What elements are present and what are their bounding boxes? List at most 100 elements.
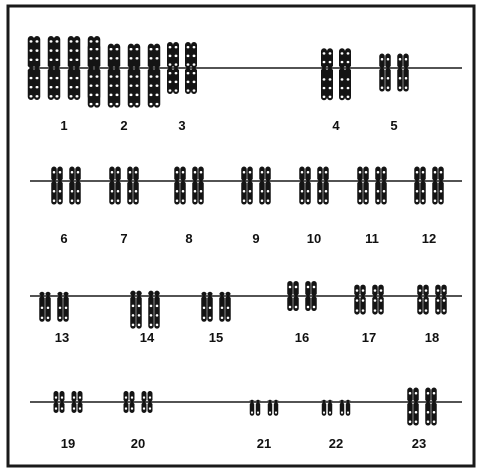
- chromosome-band: [169, 81, 172, 83]
- chromosome-label: 3: [178, 118, 185, 133]
- chromosome-9: [241, 167, 271, 205]
- chromosome-band: [257, 411, 259, 413]
- chromosome-band: [427, 421, 429, 423]
- chromosome-band: [419, 309, 421, 311]
- chromatid: [75, 167, 81, 205]
- chromosome-band: [176, 190, 178, 192]
- chromosome-band: [96, 40, 99, 42]
- chromatid: [154, 44, 161, 108]
- chromosome-band: [71, 171, 73, 173]
- chromatid: [397, 54, 403, 92]
- chromosome-band: [433, 421, 435, 423]
- chromosome-band: [156, 48, 159, 50]
- chromosome-band: [96, 94, 99, 96]
- chromosome-8: [174, 167, 204, 205]
- chromosome-band: [53, 200, 55, 202]
- chromosome-band: [437, 289, 439, 291]
- chromosome-band: [405, 77, 407, 79]
- chromosome-band: [261, 200, 263, 202]
- chromosome-band: [56, 77, 59, 79]
- chromosome-band: [56, 95, 59, 97]
- chromosome-band: [30, 59, 33, 61]
- chromosome-band: [59, 200, 61, 202]
- chromatid: [381, 167, 387, 205]
- chromosome-band: [182, 200, 184, 202]
- chromosome-band: [200, 171, 202, 173]
- chromosome-band: [77, 200, 79, 202]
- chromosome-band: [313, 286, 315, 288]
- chromosome-band: [76, 77, 79, 79]
- chromosome-band: [132, 314, 134, 316]
- chromosome-band: [156, 57, 159, 59]
- chromosome-band: [131, 407, 133, 409]
- chromosome-band: [221, 307, 223, 309]
- chromosome-band: [70, 86, 73, 88]
- chromosome-band: [209, 317, 211, 319]
- chromosome-band: [90, 75, 93, 77]
- chromosome-band: [203, 307, 205, 309]
- chromosome-band: [365, 190, 367, 192]
- chromosome-band: [347, 52, 350, 54]
- chromosome-band: [156, 85, 159, 87]
- chromosome-23: [407, 388, 437, 426]
- chromatid-body: [339, 48, 345, 100]
- chromosome-7: [109, 167, 139, 205]
- chromosome-band: [356, 299, 358, 301]
- chromosome-band: [59, 317, 61, 319]
- chromosome-band: [434, 171, 436, 173]
- chromosome-band: [307, 286, 309, 288]
- chromosome-band: [243, 200, 245, 202]
- chromosome-band: [329, 411, 331, 413]
- chromosome-band: [130, 57, 133, 59]
- chromosome-band: [56, 59, 59, 61]
- chromosome-band: [307, 190, 309, 192]
- chromosome-band: [50, 86, 53, 88]
- chromosome-label: 18: [425, 330, 439, 345]
- chromosome-band: [425, 289, 427, 291]
- chromatid: [321, 48, 327, 100]
- chromosome-band: [347, 78, 350, 80]
- chromosome-band: [96, 75, 99, 77]
- chromosome-band: [116, 85, 119, 87]
- chromatid: [417, 285, 423, 315]
- chromosome-band: [70, 59, 73, 61]
- chromosome-label: 7: [120, 231, 127, 246]
- chromatid: [435, 285, 441, 315]
- chromatid: [385, 54, 391, 92]
- chromosome-band: [289, 306, 291, 308]
- chromosome-band: [129, 190, 131, 192]
- chromatid: [375, 167, 381, 205]
- chromatid-body: [327, 48, 333, 100]
- chromosome-band: [36, 49, 39, 51]
- chromosome-band: [111, 190, 113, 192]
- chromosome-band: [347, 87, 350, 89]
- chromosome-band: [425, 309, 427, 311]
- chromosome-band: [193, 63, 196, 65]
- chromosome-band: [434, 200, 436, 202]
- chromosome-label: 12: [422, 231, 436, 246]
- chromosome-band: [325, 200, 327, 202]
- chromosome-band: [130, 94, 133, 96]
- chromosome-band: [269, 411, 271, 413]
- chromosome-band: [132, 305, 134, 307]
- chromosome-band: [150, 103, 153, 105]
- chromatid: [345, 48, 351, 100]
- chromatid: [357, 167, 363, 205]
- chromosome-band: [341, 87, 344, 89]
- chromosome-label: 19: [61, 436, 75, 451]
- chromosome-band: [156, 324, 158, 326]
- chromosome-band: [409, 411, 411, 413]
- chromosome-label: 10: [307, 231, 321, 246]
- chromosome-band: [381, 87, 383, 89]
- chromatid-body: [321, 48, 327, 100]
- chromosome-band: [41, 307, 43, 309]
- chromatid: [241, 167, 247, 205]
- chromosome-band: [419, 289, 421, 291]
- chromosome-band: [132, 324, 134, 326]
- chromosome-band: [381, 77, 383, 79]
- chromosome-band: [427, 392, 429, 394]
- chromosome-band: [96, 103, 99, 105]
- chromatid: [431, 388, 437, 426]
- chromosome-12: [414, 167, 444, 205]
- chromatid: [378, 285, 384, 315]
